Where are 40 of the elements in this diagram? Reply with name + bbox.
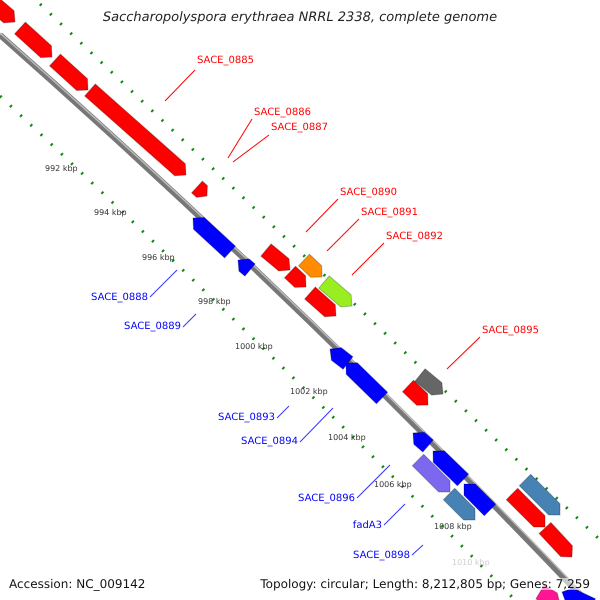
- gene-label: SACE_0890: [340, 188, 397, 198]
- gene-label: SACE_0893: [218, 413, 275, 423]
- scale-label: 998 kbp: [198, 298, 231, 306]
- leader-line: [352, 242, 384, 276]
- leader-line: [228, 118, 252, 158]
- title: Saccharopolyspora erythraea NRRL 2338, complete genome: [102, 11, 498, 24]
- gene-label: SACE_0885: [197, 56, 254, 66]
- leader-line: [300, 408, 334, 442]
- scale-label: 1008 kbp: [434, 523, 472, 531]
- leader-line: [182, 314, 196, 328]
- leader-line: [306, 198, 338, 232]
- gene-label: SACE_0888: [91, 293, 148, 303]
- gene-label: SACE_0894: [241, 437, 298, 447]
- leader-line: [276, 406, 290, 418]
- leader-line: [326, 218, 360, 252]
- scale-label: 992 kbp: [45, 165, 78, 173]
- scale-label: 1004 kbp: [328, 434, 366, 442]
- gene-label: SACE_0892: [386, 232, 443, 242]
- gene-label: SACE_0889: [124, 322, 181, 332]
- leader-line: [412, 544, 424, 556]
- leader-line: [384, 504, 406, 526]
- footer-text: Accession: NC_009142: [9, 578, 146, 590]
- gene-label: SACE_0895: [482, 326, 539, 336]
- footer-text: Topology: circular; Length: 8,212,805 bp; Genes: 7,259: [260, 578, 590, 590]
- leader-line: [164, 70, 196, 102]
- scale-label: 1006 kbp: [374, 481, 412, 489]
- scale-label: 996 kbp: [142, 254, 175, 262]
- gene-label: SACE_0896: [298, 494, 355, 504]
- gene-label: SACE_0898: [353, 551, 410, 561]
- leader-line: [150, 270, 178, 298]
- gene-label: SACE_0887: [271, 123, 328, 133]
- scale-label: 1002 kbp: [290, 388, 328, 396]
- scale-label: 1000 kbp: [235, 343, 273, 351]
- gene-label: SACE_0891: [361, 208, 418, 218]
- scale-label: 994 kbp: [94, 209, 127, 217]
- leader-line: [356, 464, 390, 498]
- gene-label: fadA3: [352, 521, 382, 531]
- gene-label: SACE_0886: [254, 108, 311, 118]
- leader-line: [446, 336, 480, 370]
- leader-line: [232, 134, 270, 162]
